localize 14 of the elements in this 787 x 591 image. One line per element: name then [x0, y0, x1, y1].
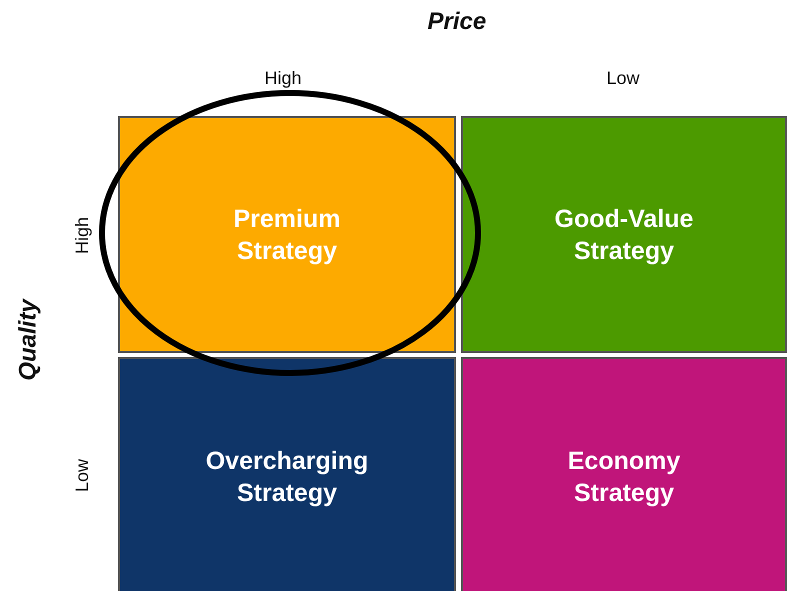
axis-value-label: Low	[606, 68, 640, 88]
quadrant-box	[118, 116, 456, 353]
axis-value-label: High	[264, 68, 302, 88]
quadrant-box	[461, 357, 787, 591]
quadrant-box	[118, 357, 456, 591]
axis-title: Price	[428, 8, 486, 36]
axis-value-label: Low	[72, 458, 93, 492]
axis-title: Quality	[14, 299, 42, 381]
quadrant-label: Good-Value Strategy	[554, 204, 694, 266]
quadrant-label: Overcharging Strategy	[204, 446, 370, 509]
quadrant-box	[461, 116, 787, 353]
quadrant-label: Premium Strategy	[232, 204, 342, 266]
axis-value-label: High	[72, 216, 93, 254]
quadrant-label: Economy Strategy	[566, 446, 682, 509]
